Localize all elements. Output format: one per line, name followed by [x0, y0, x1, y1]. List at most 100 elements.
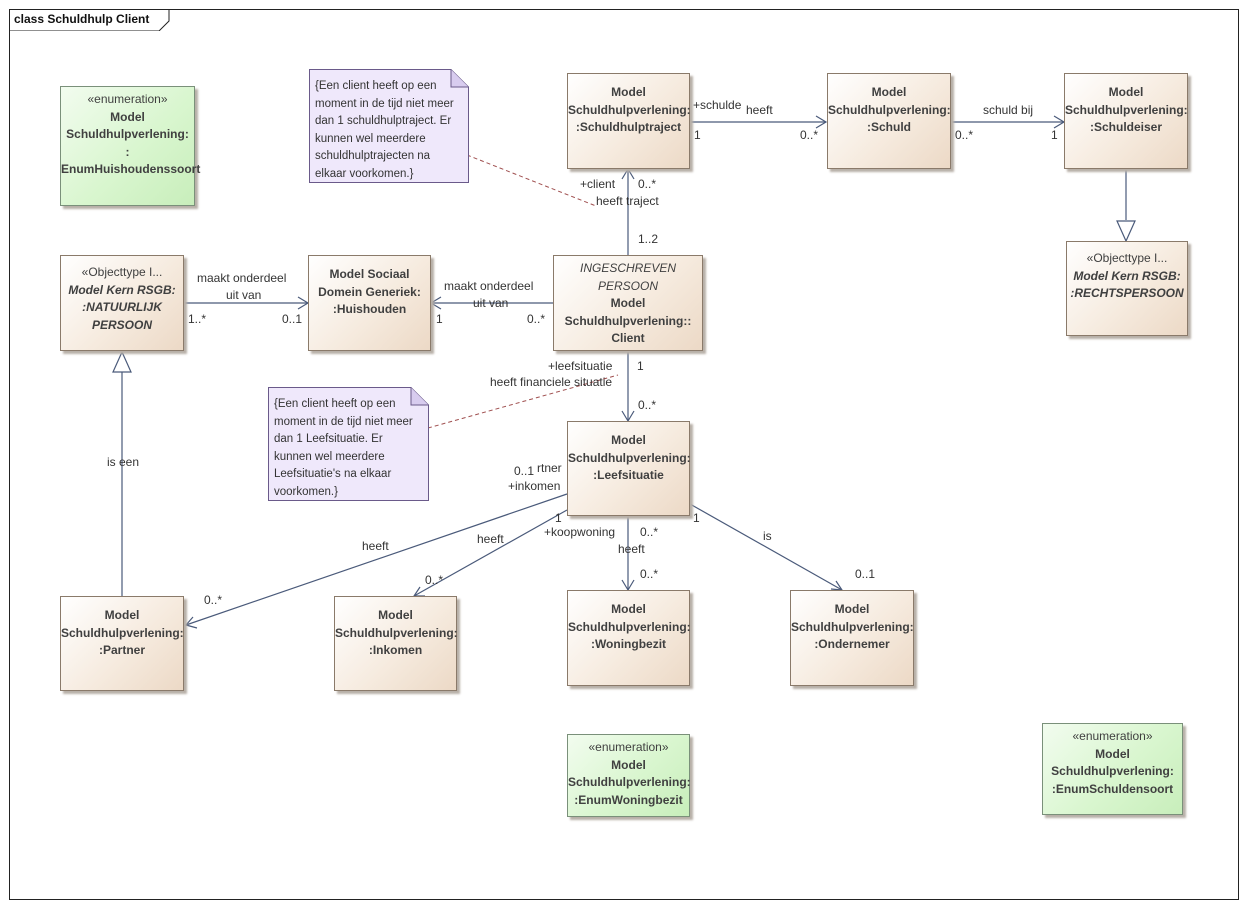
multiplicity-label: 1: [637, 359, 644, 373]
class-natuurlijk-persoon[interactable]: «Objecttype I... Model Kern RSGB: :NATUU…: [60, 255, 184, 351]
assoc-leef-ondernemer[interactable]: [689, 503, 843, 591]
class-name-line: :: [125, 144, 130, 159]
note-traject-bg: [309, 69, 469, 183]
multiplicity-label: 0..*: [640, 567, 659, 581]
class-name-line: Model: [611, 602, 646, 616]
multiplicity-label: 1..2: [638, 232, 659, 246]
assoc-label: schuld bij: [983, 103, 1034, 117]
stereotype: «Objecttype I...: [81, 265, 163, 279]
assoc-label: is een: [107, 455, 140, 469]
gen-triangle-rp: [1116, 220, 1136, 243]
class-huishouden[interactable]: Model Sociaal Domein Generiek: :Huishoud…: [308, 255, 431, 351]
class-name-line: Model: [110, 109, 145, 124]
note-line: dan 1 schuldhulptraject. Er: [315, 115, 452, 127]
class-name-line: :NATUURLIJK: [82, 300, 162, 314]
multiplicity-label: 0..*: [640, 525, 659, 539]
class-name-line: Schuldhulpverlening:: [568, 102, 691, 117]
stereotype: «Objecttype I...: [1086, 251, 1168, 265]
assoc-leef-inkomen[interactable]: [413, 509, 568, 597]
note-line: kunnen wel meerdere: [315, 132, 426, 145]
class-schuldhulptraject[interactable]: Model Schuldhulpverlening: :Schuldhulptr…: [567, 73, 691, 169]
class-name-line: Schuldhulpverlening:: [61, 625, 184, 640]
multiplicity-label: 0..1: [855, 567, 876, 581]
class-name-line: :Schuld: [867, 120, 911, 134]
class-name-line: Client: [611, 331, 645, 345]
class-name-line: :EnumSchuldensoort: [1051, 781, 1174, 796]
class-name-line: Domein Generiek:: [318, 284, 421, 299]
stereotype: INGESCHREVEN PERSOON: [579, 261, 677, 293]
note-line: kunnen wel meerdere: [274, 450, 385, 463]
class-name-line: :EnumWoningbezit: [574, 792, 683, 807]
class-enum-huishoudenssoort[interactable]: «enumeration» Model Schuldhulpverlening:…: [60, 86, 201, 206]
multiplicity-label: 1..*: [188, 312, 207, 326]
class-name-line: Model: [104, 608, 140, 622]
class-name-line: :Ondernemer: [814, 637, 890, 651]
class-name-line: Schuldhulpverlening:: [1051, 764, 1174, 778]
class-name-line: Schuldhulpverlening::: [564, 313, 692, 328]
class-rechtspersoon[interactable]: «Objecttype I... Model Kern RSGB: :RECHT…: [1066, 241, 1188, 336]
class-name-line: Schuldhulpverlening:: [66, 127, 189, 141]
multiplicity-label: 1: [1051, 128, 1058, 142]
class-name-line: Schuldhulpverlening:: [568, 619, 691, 634]
stereotype: «enumeration»: [1072, 729, 1153, 743]
note-anchor-leefsituatie: [427, 374, 619, 429]
assoc-label: maakt onderdeel: [444, 279, 534, 293]
assoc-label: heeft: [746, 103, 773, 117]
assoc-label: uit van: [226, 288, 262, 302]
class-name-line: Schuldhulpverlening:: [1065, 102, 1188, 117]
multiplicity-label: 0..*: [527, 312, 546, 326]
class-name-line: Model: [871, 85, 907, 99]
class-client[interactable]: INGESCHREVEN PERSOON Model Schuldhulpver…: [553, 255, 703, 351]
assoc-label: heeft: [618, 542, 645, 556]
arrow-head-partner: [184, 616, 198, 629]
role-label: +leefsituatie: [548, 359, 613, 373]
class-schuldeiser[interactable]: Model Schuldhulpverlening: :Schuldeiser: [1064, 73, 1188, 169]
assoc-label: uit van: [473, 296, 509, 310]
role-label: +inkomen: [508, 479, 561, 493]
class-name-line: Model: [1095, 746, 1130, 761]
note-line: moment in de tijd niet meer: [274, 415, 413, 428]
note-leefsituatie[interactable]: {Een client heeft op een moment in de ti…: [268, 391, 429, 501]
class-schuld[interactable]: Model Schuldhulpverlening: :Schuld: [827, 73, 951, 169]
multiplicity-label: 1: [693, 511, 700, 525]
class-name-line: :Huishouden: [332, 302, 407, 316]
class-enum-schuldensoort[interactable]: «enumeration» Model Schuldhulpverlening:…: [1042, 723, 1183, 815]
multiplicity-label: 0..1: [282, 312, 303, 326]
class-enum-woningbezit[interactable]: «enumeration» Model Schuldhulpverlening:…: [567, 734, 691, 817]
class-name-line: PERSOON: [91, 317, 152, 332]
class-ondernemer[interactable]: Model Schuldhulpverlening: :Ondernemer: [790, 590, 914, 686]
class-name-line: :Inkomen: [368, 643, 423, 657]
class-name-line: Model: [1108, 85, 1144, 99]
class-name-line: :Partner: [98, 643, 145, 657]
note-line: Leefsituatie's na elkaar: [274, 468, 392, 480]
multiplicity-label: 0..*: [638, 398, 657, 412]
class-partner[interactable]: Model Schuldhulpverlening: :Partner: [60, 596, 184, 691]
multiplicity-label: 0..*: [638, 177, 657, 191]
role-label: +client: [580, 177, 616, 191]
class-name-line: Schuldhulpverlening:: [828, 102, 951, 117]
arrow-head-huishouden-2: [429, 296, 442, 310]
class-name-line: Model: [611, 433, 646, 447]
class-woningbezit[interactable]: Model Schuldhulpverlening: :Woningbezit: [567, 590, 691, 686]
role-label: rtner: [537, 461, 562, 475]
arrow-head-traject: [621, 167, 635, 180]
class-name-line: EnumHuishoudenssoort: [61, 162, 201, 176]
assoc-leef-partner[interactable]: [185, 493, 568, 626]
note-line: schuldhulptrajecten na: [315, 150, 431, 162]
assoc-label: heeft: [362, 539, 389, 553]
role-label: +koopwoning: [544, 525, 616, 539]
assoc-label: heeft traject: [596, 194, 659, 208]
multiplicity-label: 0..*: [425, 573, 444, 587]
note-leefsituatie-bg: [268, 387, 429, 501]
class-name-line: Model: [610, 296, 646, 310]
class-name-line: Schuldhulpverlening:: [335, 625, 458, 640]
assoc-label: heeft: [477, 532, 504, 546]
note-anchor-traject: [466, 154, 597, 207]
note-line: dan 1 Leefsituatie. Er: [274, 433, 383, 445]
class-name-line: Model: [378, 608, 413, 622]
class-inkomen[interactable]: Model Schuldhulpverlening: :Inkomen: [334, 596, 458, 691]
class-leefsituatie[interactable]: Model Schuldhulpverlening: :Leefsituatie: [567, 421, 691, 516]
multiplicity-label: 0..*: [800, 128, 819, 142]
note-traject[interactable]: {Een client heeft op een moment in de ti…: [309, 73, 469, 183]
